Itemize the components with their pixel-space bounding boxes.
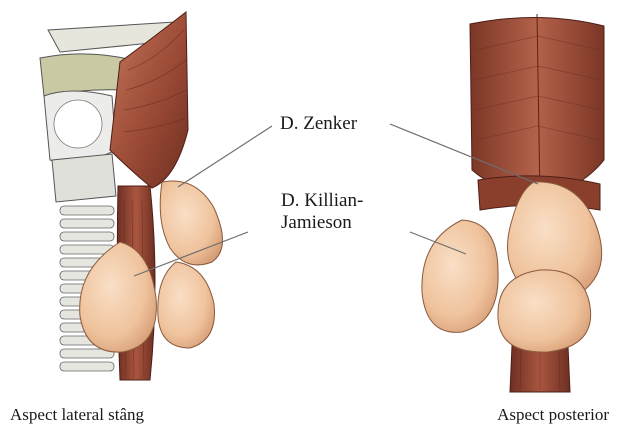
posterior-view-figure	[422, 14, 604, 392]
killian-diverticulum-posterior-right	[498, 270, 591, 352]
killian-label-line1: D. Killian-	[281, 190, 363, 212]
zenker-leader-left	[178, 126, 272, 187]
killian-diverticulum-lateral-2	[158, 262, 215, 348]
zenker-label: D. Zenker	[280, 113, 357, 135]
cartilage-highlight	[54, 100, 102, 148]
killian-label-line2: Jamieson	[281, 212, 363, 234]
killian-diverticulum-posterior-left	[422, 220, 498, 332]
cricoid-cartilage	[52, 154, 116, 202]
killian-jamieson-label: D. Killian- Jamieson	[281, 190, 363, 234]
lateral-view-figure	[40, 12, 223, 380]
zenker-diverticulum-lateral	[160, 181, 222, 265]
caption-posterior-view: Aspect posterior	[497, 405, 609, 425]
caption-lateral-view: Aspect lateral stâng	[10, 405, 144, 425]
